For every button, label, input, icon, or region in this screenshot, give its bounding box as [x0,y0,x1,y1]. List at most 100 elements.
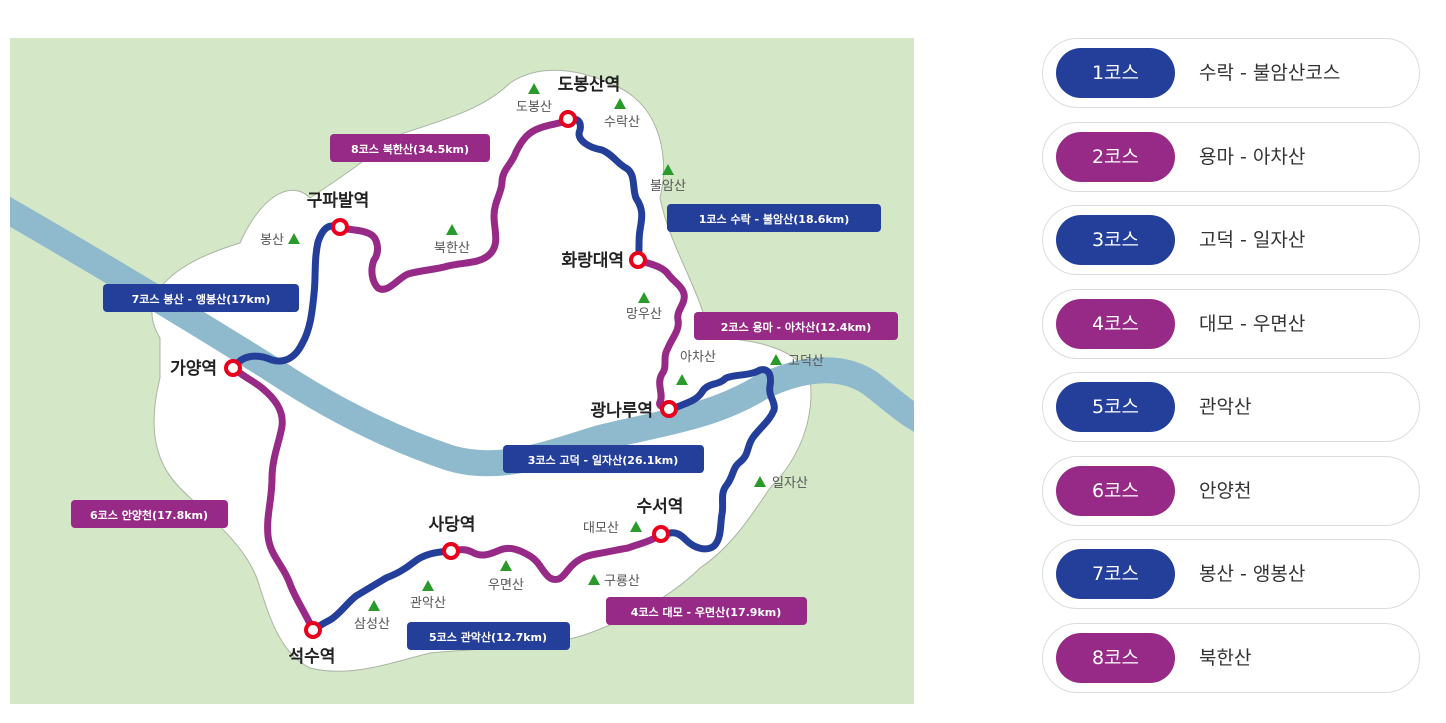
station-marker [331,218,349,236]
mountain-icon [630,521,642,532]
station-marker [224,359,242,377]
mountain-icon [614,98,626,109]
course-label-4: 4코스 대모 - 우면산(17.9km) [606,597,807,625]
course-label-8: 8코스 북한산(34.5km) [330,134,490,162]
course-label-3: 3코스 고덕 - 일자산(26.1km) [503,445,704,473]
mountain-icon [288,233,300,244]
seoul-trail-map: 도봉산 수락산 불암산 망우산 아차산 고덕산 일자산 대모산 구룡산 우면산 … [10,38,914,704]
course-badge: 1코스 [1056,48,1175,98]
mountain-ilja: 일자산 [754,476,808,491]
course-name: 대모 - 우면산 [1199,312,1306,335]
station-label: 가양역 [170,359,217,379]
course-label-1: 1코스 수락 - 불암산(18.6km) [667,204,881,232]
mountain-godeok: 고덕산 [770,354,824,369]
course-7-route [230,222,344,372]
course-6-route [230,364,317,634]
mountain-label: 관악산 [410,596,446,611]
course-name: 북한산 [1199,646,1252,669]
station-seoksu: 석수역 [289,621,335,667]
mountain-umyeon: 우면산 [488,560,524,593]
station-label: 수서역 [637,497,684,517]
mountain-label: 구룡산 [604,574,640,589]
mountain-mangu: 망우산 [626,292,662,322]
station-label: 사당역 [429,515,476,535]
mountain-samseong: 삼성산 [354,600,390,632]
course-item-6[interactable]: 6코스 안양천 [1042,455,1420,526]
svg-text:1코스 수락 - 불암산(18.6km): 1코스 수락 - 불암산(18.6km) [699,212,850,226]
course-name: 안양천 [1199,479,1252,502]
mountain-icon [754,476,766,487]
mountain-bukhan: 북한산 [434,224,470,256]
mountain-icon [638,292,650,303]
mountain-surak: 수락산 [604,98,640,130]
mountain-bong: 봉산 [260,233,300,248]
station-label: 구파발역 [307,191,370,211]
course-item-7[interactable]: 7코스 봉산 - 앵봉산 [1042,539,1420,609]
course-badge: 5코스 [1056,382,1175,432]
station-hwarangdae: 화랑대역 [561,251,647,271]
station-label: 도봉산역 [558,75,621,95]
station-gwangnaru: 광나루역 [590,400,678,421]
mountain-icon [528,83,540,94]
mountain-label: 북한산 [434,241,470,256]
mountain-gwanak: 관악산 [410,580,446,611]
mountain-icon [422,580,434,591]
course-badge: 3코스 [1056,215,1175,265]
svg-text:3코스 고덕 - 일자산(26.1km): 3코스 고덕 - 일자산(26.1km) [528,453,679,467]
mountain-icon [770,354,782,365]
mountain-label: 수락산 [604,115,640,130]
mountain-label: 도봉산 [516,100,552,115]
course-badge: 6코스 [1056,465,1175,516]
station-marker [660,400,678,418]
mountain-label: 불암산 [650,179,686,194]
mountain-label: 일자산 [772,476,808,491]
course-1-route [564,115,646,264]
station-gayang: 가양역 [170,359,242,379]
course-5-route [309,547,454,634]
station-gupabal: 구파발역 [307,191,370,236]
map-svg: 도봉산 수락산 불암산 망우산 아차산 고덕산 일자산 대모산 구룡산 우면산 … [10,38,914,704]
station-sadang: 사당역 [429,515,476,560]
course-badge: 7코스 [1056,549,1175,599]
mountain-label: 대모산 [583,521,619,536]
mountain-label: 봉산 [260,233,284,248]
mountain-icon [446,224,458,235]
station-marker [559,110,577,128]
course-2-route [634,256,688,413]
mountain-guryong: 구룡산 [588,574,640,589]
mountain-icon [662,164,674,175]
course-item-8[interactable]: 8코스 북한산 [1042,622,1420,693]
course-name: 고덕 - 일자산 [1199,229,1306,251]
mountain-buram: 불암산 [650,164,686,194]
course-item-3[interactable]: 3코스 고덕 - 일자산 [1042,205,1420,275]
course-name: 수락 - 불암산코스 [1199,62,1341,84]
mountain-label: 망우산 [626,307,662,322]
course-item-2[interactable]: 2코스 용마 - 아차산 [1042,121,1420,192]
mountain-daemo: 대모산 [583,521,642,536]
course-item-1[interactable]: 1코스 수락 - 불암산코스 [1042,38,1420,108]
course-name: 용마 - 아차산 [1199,145,1306,168]
station-marker [442,542,460,560]
course-badge: 8코스 [1056,632,1175,683]
course-item-5[interactable]: 5코스 관악산 [1042,372,1420,442]
mountain-icon [368,600,380,611]
station-dobongsan: 도봉산역 [558,75,621,128]
station-label: 화랑대역 [561,251,624,271]
course-list: 1코스 수락 - 불암산코스 2코스 용마 - 아차산 3코스 고덕 - 일자산… [1042,38,1420,693]
mountain-label: 삼성산 [354,617,390,632]
mountain-label: 고덕산 [788,354,824,369]
station-marker [304,621,322,639]
course-label-6: 6코스 안양천(17.8km) [71,500,228,528]
course-4-route [446,530,666,584]
mountain-label: 우면산 [488,578,524,593]
course-item-4[interactable]: 4코스 대모 - 우면산 [1042,288,1420,359]
mountain-label: 아차산 [680,350,716,365]
mountain-dobong: 도봉산 [516,83,552,115]
svg-text:5코스 관악산(12.7km): 5코스 관악산(12.7km) [429,630,547,644]
course-name: 관악산 [1199,396,1252,418]
course-name: 봉산 - 앵봉산 [1199,563,1306,585]
mountain-icon [588,574,600,585]
course-label-2: 2코스 용마 - 아차산(12.4km) [694,312,898,340]
course-badge: 4코스 [1056,298,1175,349]
svg-text:2코스 용마 - 아차산(12.4km): 2코스 용마 - 아차산(12.4km) [721,320,872,334]
